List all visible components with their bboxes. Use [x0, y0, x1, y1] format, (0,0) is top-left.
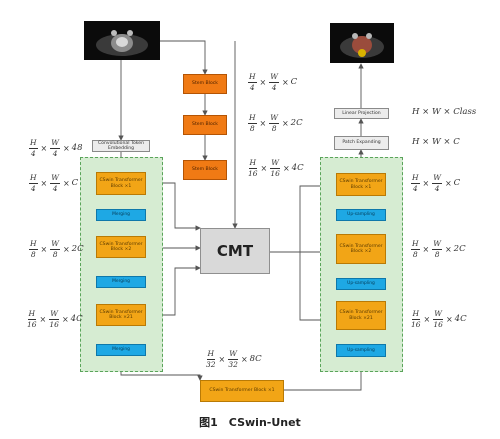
stem-block-1: Stem Block [183, 74, 227, 94]
stem-block-3: Stem Block [183, 160, 227, 180]
encoder-merge-1: Merging [96, 209, 146, 221]
decoder-up-2: Up-sampling [336, 278, 386, 290]
decoder-up-1: Up-sampling [336, 209, 386, 221]
decoder-stage-1: CSwin Transformer Block ×1 [336, 173, 386, 196]
formula-top-2: H × W × C [412, 137, 460, 147]
encoder-stage-3: CSwin Transformer Block ×21 [96, 304, 146, 326]
encoder-stage-1: CSwin Transformer Block ×1 [96, 172, 146, 195]
linear-projection-block: Linear Projection [334, 108, 389, 119]
patch-expanding-block: Patch Expanding [334, 136, 389, 150]
input-image [84, 21, 160, 60]
output-segmentation-image [330, 23, 394, 63]
decoder-stage-2: CSwin Transformer Block ×2 [336, 234, 386, 264]
input-to-stem-line [160, 40, 208, 75]
encoder-merge-2: Merging [96, 276, 146, 288]
encoder-stage-2: CSwin Transformer Block ×2 [96, 236, 146, 258]
figure-caption: 图1 CSwin-Unet [199, 416, 301, 429]
encoder-merge-3: Merging [96, 344, 146, 356]
bottleneck-block: CSwin Transformer Block ×1 [200, 380, 284, 402]
cmt-module: CMT [200, 228, 270, 274]
formula-top-1: H × W × Class [412, 107, 477, 117]
stem-block-2: Stem Block [183, 115, 227, 135]
decoder-up-3: Up-sampling [336, 344, 386, 357]
decoder-stage-3: CSwin Transformer Block ×21 [336, 301, 386, 330]
token-embedding-block: Convolutional Token Embedding [92, 140, 150, 152]
